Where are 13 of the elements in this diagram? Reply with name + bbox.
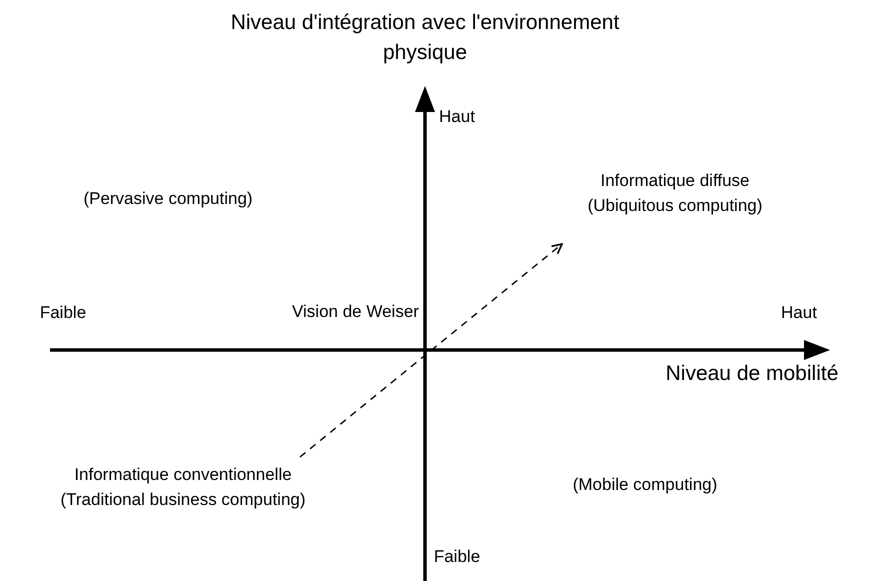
- axis-title: Niveau d'intégration avec l'environnement physique: [230, 10, 620, 66]
- quadrant-label: (Mobile computing): [572, 474, 718, 496]
- quadrant-label: (Pervasive computing): [82, 188, 254, 210]
- node-text: Informatique conventionnelle: [74, 464, 292, 486]
- dashed-arrow: [300, 243, 563, 458]
- quadrant-label: Haut: [438, 106, 476, 128]
- quadrant-label: Haut: [780, 302, 818, 324]
- node-text: (Traditional business computing): [60, 489, 306, 511]
- quadrant-label: Faible: [38, 302, 88, 324]
- quadrant-label: Faible: [432, 546, 482, 568]
- node-text: (Ubiquitous computing): [588, 195, 762, 217]
- node-text: Informatique diffuse: [600, 170, 750, 192]
- axis-title: Niveau de mobilité: [664, 361, 840, 387]
